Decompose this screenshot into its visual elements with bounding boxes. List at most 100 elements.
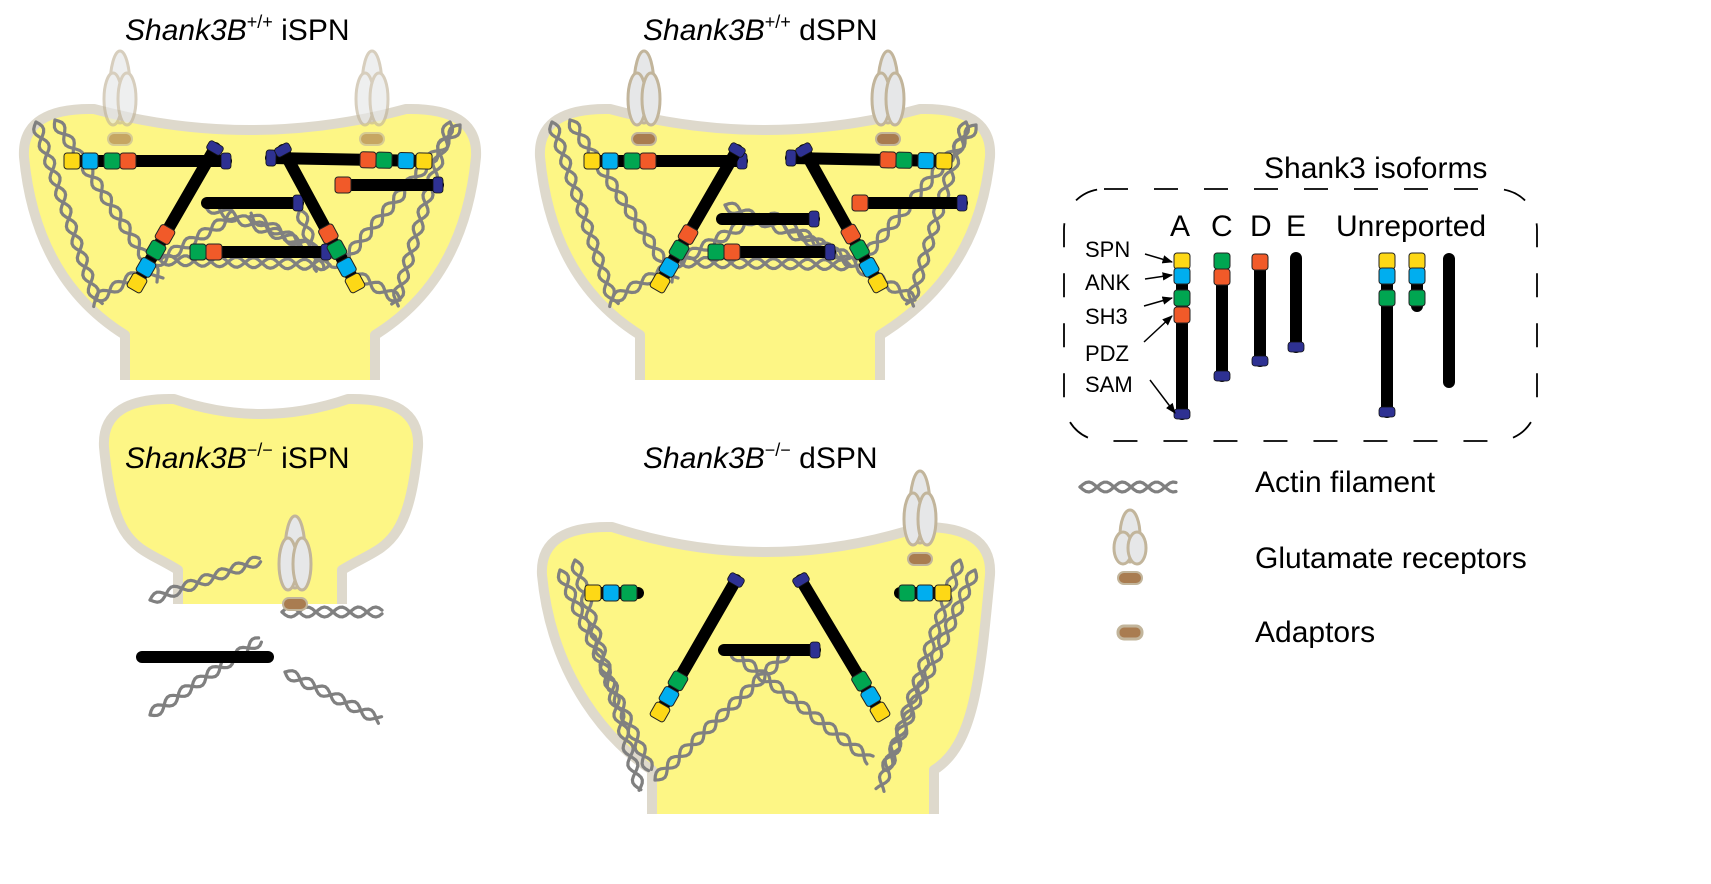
ank-domain <box>601 152 619 170</box>
actin-filament <box>295 208 326 273</box>
shank3-molecule <box>792 572 891 723</box>
receptor-subunit <box>368 71 390 127</box>
cell-type: iSPN <box>281 442 350 475</box>
spn-domain <box>869 701 891 723</box>
actin-strand <box>93 217 239 302</box>
glutamate-receptor <box>277 514 313 611</box>
spn-domain <box>1408 252 1426 270</box>
shank3-molecule <box>265 149 433 170</box>
isoform-label-d: D <box>1250 210 1272 243</box>
sam-domain <box>785 149 797 167</box>
actin-strand <box>392 120 452 308</box>
sam-domain <box>206 140 224 156</box>
ank-domain <box>1408 267 1426 285</box>
glutamate-receptor-icon <box>1112 508 1148 585</box>
actin-strand <box>283 669 384 721</box>
sh3-domain <box>623 152 641 170</box>
domain-pointer-arrow <box>1144 253 1174 264</box>
domain-label-sam: SAM <box>1085 372 1133 397</box>
actin-strand <box>148 555 261 602</box>
spine-wt-dspn <box>534 103 996 380</box>
actin-filament <box>556 568 654 773</box>
gene-name: Shank3B <box>125 442 247 475</box>
ank-domain <box>916 584 934 602</box>
actin-filament <box>881 568 979 773</box>
shank3-molecule <box>707 243 836 261</box>
isoform-label-e: E <box>1286 210 1307 243</box>
isoform-label-c: C <box>1211 210 1233 243</box>
actin-strand <box>769 211 917 303</box>
actin-strand <box>881 568 977 771</box>
actin-filament <box>93 209 239 303</box>
genotype: +/+ <box>246 12 273 32</box>
shank3-molecule <box>201 194 304 212</box>
sh3-domain <box>1213 252 1231 270</box>
actin-strand <box>907 120 968 308</box>
actin-strand <box>653 648 792 782</box>
pdz-domain <box>1173 306 1191 324</box>
shank3-molecule <box>189 243 332 261</box>
spines-layer <box>18 103 996 814</box>
shank3-molecule <box>1287 252 1305 353</box>
actin-filament <box>32 120 104 309</box>
ank-domain <box>1173 267 1191 285</box>
spn-domain <box>649 272 671 294</box>
shank3-molecule <box>1213 252 1231 382</box>
sh3-domain <box>667 670 689 692</box>
legend-adaptor-icon <box>1116 624 1144 641</box>
spine-membrane <box>536 521 996 814</box>
legend-actin-label: Actin filament <box>1255 466 1436 499</box>
spn-domain <box>935 152 953 170</box>
adaptor <box>359 132 385 146</box>
domain-pointer-arrow <box>1144 272 1174 281</box>
sam-domain <box>795 142 813 158</box>
sam-domain <box>956 194 968 212</box>
pdz-domain <box>154 224 176 245</box>
ank-domain <box>81 152 99 170</box>
pdz-domain <box>639 152 657 170</box>
genotype: −/− <box>764 440 791 460</box>
actin-filament <box>548 120 620 309</box>
sh3-domain <box>849 239 870 261</box>
shank3-molecule <box>894 584 952 602</box>
sam-domain <box>727 572 745 588</box>
sam-domain <box>1251 355 1269 367</box>
actin-strand <box>295 208 326 271</box>
sh3-domain <box>145 239 167 261</box>
adaptor <box>875 132 901 146</box>
cell-type: iSPN <box>281 14 350 47</box>
actin-strand <box>148 560 263 604</box>
spine-membrane <box>98 393 424 604</box>
receptor-subunit <box>1126 530 1148 566</box>
shank3-molecule <box>583 152 748 170</box>
sam-domain <box>292 194 304 212</box>
shank3-molecule <box>1173 252 1191 420</box>
actin-strand <box>280 605 384 619</box>
shank3-molecule <box>1251 253 1269 367</box>
actin-filament <box>148 636 263 718</box>
glutamate-receptor <box>354 49 390 146</box>
cell-type: dSPN <box>799 442 878 475</box>
actin-filament <box>158 253 332 272</box>
ank-domain <box>1378 267 1396 285</box>
glutamate-receptor <box>102 49 138 146</box>
actin-strand <box>678 255 852 272</box>
domain-pointer-arrow <box>1149 379 1176 414</box>
pdz-domain <box>334 176 352 194</box>
domain-label-spn: SPN <box>1085 237 1131 262</box>
panel-title-wt-ispn: Shank3B+/+ iSPN <box>125 12 350 48</box>
actin-strand <box>568 118 675 284</box>
sh3-domain <box>620 584 638 602</box>
domain-pointer-arrow <box>1143 315 1173 343</box>
glutamate-receptor <box>902 469 938 566</box>
gene-name: Shank3B <box>643 442 765 475</box>
ank-domain <box>135 257 157 278</box>
shank3-molecule <box>851 194 968 212</box>
sam-domain <box>1213 370 1231 382</box>
isoforms-title: Shank3 isoforms <box>1258 152 1494 186</box>
sam-domain <box>792 572 810 588</box>
actin-strand <box>298 208 321 273</box>
ank-domain <box>860 686 882 707</box>
spn-domain <box>1378 252 1396 270</box>
